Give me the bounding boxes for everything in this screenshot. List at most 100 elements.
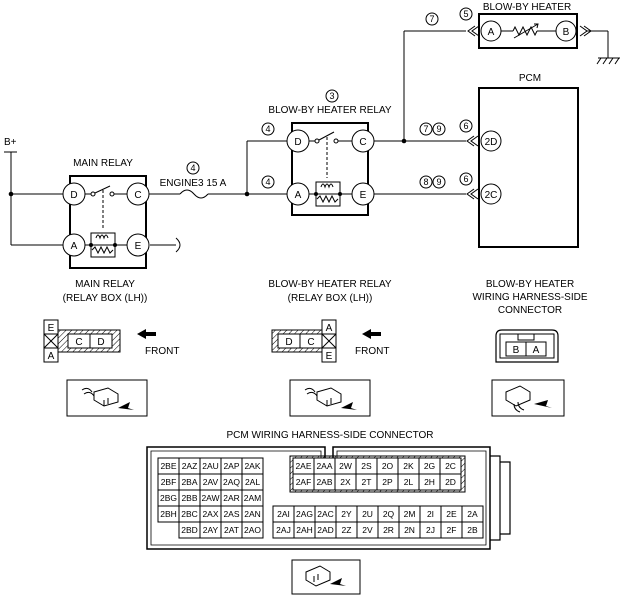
pcm-pin-label: 2AL [245, 477, 260, 487]
heater-pin-a: A [488, 27, 495, 38]
main-relay-pin-a: A [71, 241, 78, 252]
heater-connector: B A [495, 329, 559, 363]
pcm-pin-label: 2AJ [276, 525, 291, 535]
pcm-pin-label: 2AH [296, 525, 313, 535]
pcm-pin-label: 2BG [160, 493, 177, 503]
wire-circle-bot-b: 9 [436, 177, 441, 187]
pcm-pin-label: 2L [404, 477, 414, 487]
bbh-relay-connector: D C A E FRONT [271, 319, 389, 363]
view-icon-main-relay [66, 379, 148, 417]
fuse: 4 ENGINE3 15 A [160, 161, 227, 199]
pcm-pin-label: 2B [467, 525, 478, 535]
main-connector-cell-e: E [48, 323, 55, 334]
pcm-pin-label: 2Y [341, 509, 352, 519]
pcm-pin-label: 2Z [342, 525, 352, 535]
pcm-pin-label: 2BC [181, 509, 198, 519]
pcm-pin-label: 2AA [316, 461, 332, 471]
main-relay-connector: E A C D FRONT [43, 319, 179, 363]
wire-circle-top-a: 7 [423, 124, 428, 134]
pcm-pin-label: 2G [424, 461, 435, 471]
main-relay-pin-c: C [134, 190, 141, 201]
heater-caption-1: BLOW-BY HEATER [486, 279, 574, 290]
pcm-pin-label: 2AN [244, 509, 261, 519]
main-connector-cell-a: A [48, 351, 55, 362]
bbh-connector-cell-a: A [326, 323, 333, 334]
pcm-pin-label: 2AG [296, 509, 313, 519]
wire-circle-numbers: 4 4 7 7 9 8 9 6 6 [261, 12, 473, 189]
wire-circle-pcm-top: 6 [463, 121, 468, 131]
pcm-pin-label: 2BA [181, 477, 197, 487]
pcm-pin-label: 2AZ [182, 461, 198, 471]
pcm-pin-label: 2AR [223, 493, 240, 503]
bplus-label: B+ [4, 137, 17, 148]
bbh-relay-pin-e: E [360, 190, 367, 201]
main-relay: MAIN RELAY D C A E [62, 158, 150, 269]
pcm-pin-label: 2BB [181, 493, 197, 503]
pcm-pin-label: 2AX [202, 509, 218, 519]
blowby-heater: BLOW-BY HEATER 5 A B [459, 2, 578, 49]
pcm-pin-label: 2M [404, 509, 416, 519]
pcm-pin-label: 2BD [181, 525, 198, 535]
pcm-pin-label: 2AI [277, 509, 290, 519]
bbh-connector-cell-c: C [307, 337, 314, 348]
bbh-relay-title: BLOW-BY HEATER RELAY [268, 105, 392, 116]
pcm-pin-label: 2C [445, 461, 456, 471]
fuse-label: ENGINE3 15 A [160, 178, 227, 189]
main-front-label: FRONT [145, 346, 179, 357]
bbh-relay-pin-d: D [294, 137, 301, 148]
bbh-relay-caption-1: BLOW-BY HEATER RELAY [268, 279, 392, 290]
pcm-pin-label: 2BH [160, 509, 177, 519]
pcm-pin-label: 2AF [296, 477, 312, 487]
main-connector-cell-c: C [75, 337, 82, 348]
pcm-pin-label: 2AV [203, 477, 219, 487]
bbh-relay-pin-c: C [359, 137, 366, 148]
pcm-pin-label: 2U [362, 509, 373, 519]
view-icon-pcm [291, 559, 361, 595]
pcm-pin-label: 2AC [317, 509, 334, 519]
main-relay-title: MAIN RELAY [73, 158, 133, 169]
pcm-pin-label: 2AW [201, 493, 219, 503]
pcm-block: PCM 2D 2C [478, 73, 579, 248]
pcm-pin-2c: 2C [485, 190, 498, 201]
pcm-pin-label: 2AM [244, 493, 261, 503]
pcm-pin-label: 2AY [203, 525, 219, 535]
pcm-pin-label: 2BF [161, 477, 177, 487]
heater-title: BLOW-BY HEATER [483, 2, 571, 13]
main-relay-caption-2: (RELAY BOX (LH)) [63, 293, 148, 304]
main-relay-caption-1: MAIN RELAY [75, 279, 135, 290]
pcm-pin-label: 2V [362, 525, 373, 535]
pcm-pin-cell [241, 521, 264, 539]
pcm-pin-label: 2AK [244, 461, 260, 471]
pcm-pin-label: 2AS [223, 509, 239, 519]
bbh-relay-circle-number: 3 [329, 91, 334, 101]
heater-connector-cell-a: A [533, 345, 540, 356]
bbh-connector-cell-d: D [285, 337, 292, 348]
pcm-pin-label: 2F [447, 525, 457, 535]
blowby-heater-relay: 3 BLOW-BY HEATER RELAY D C A E [268, 89, 392, 216]
pcm-pin-label: 2S [361, 461, 372, 471]
wire-circle-top-c: 7 [429, 14, 434, 24]
pcm-pin-label: 2W [339, 461, 352, 471]
pcm-pin-label: 2I [427, 509, 434, 519]
pcm-pin-label: 2AB [316, 477, 332, 487]
pcm-pin-label: 2BE [160, 461, 176, 471]
main-connector-cell-d: D [97, 337, 104, 348]
main-relay-pin-d: D [70, 190, 77, 201]
wire-circle-bot-a: 8 [423, 177, 428, 187]
view-icon-bbh-relay [289, 379, 371, 417]
pcm-pin-2d: 2D [485, 137, 498, 148]
pcm-pin-cell [461, 521, 484, 539]
pcm-pin-label: 2D [445, 477, 456, 487]
pcm-pin-label: 2Q [383, 509, 395, 519]
junction-dots [8, 138, 407, 197]
pcm-pin-label: 2O [382, 461, 394, 471]
pcm-pin-label: 2H [424, 477, 435, 487]
fuse-circle-number: 4 [190, 163, 195, 173]
heater-connector-cell-b: B [513, 345, 520, 356]
view-icon-heater [491, 379, 565, 417]
